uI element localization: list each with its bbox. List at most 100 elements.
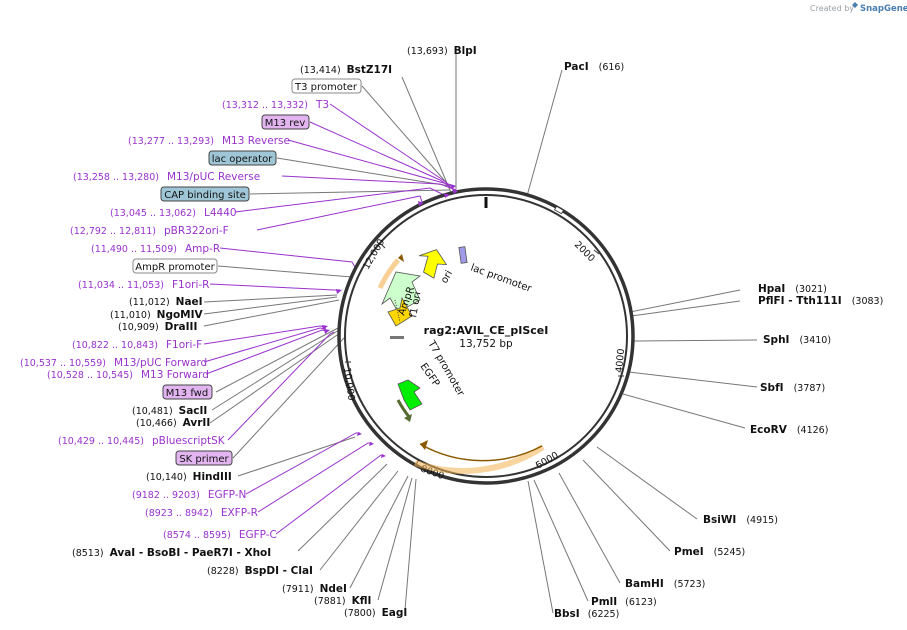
leader-M13Reverse (287, 139, 456, 187)
svg-text:SK primer: SK primer (179, 454, 229, 465)
svg-text:AmpR promoter: AmpR promoter (135, 262, 215, 273)
leader-HindIII (237, 436, 356, 477)
orange-cds-arc (414, 444, 545, 474)
plasmid-backbone (337, 187, 635, 485)
enzyme-HindIII: (10,140)HindIII (146, 471, 232, 483)
leader-BsiWI (596, 446, 698, 520)
primer-M13pUCForward: (10,537 .. 10,559)M13/pUC Forward (20, 357, 207, 369)
enzyme-AvaI: (8513)AvaI - BsoBI - PaeR7I - XhoI (72, 547, 271, 559)
svg-text:lac operator: lac operator (212, 154, 273, 165)
t7-mark (390, 336, 404, 339)
feature-M13-fwd: M13 fwd (162, 384, 213, 400)
enzyme-SbfI: SbfI(3787) (760, 382, 825, 394)
brand-name: SnapGene (860, 4, 907, 14)
leader-pBluescriptSK (227, 331, 335, 441)
feature-CAP-binding-site: CAP binding site (160, 186, 250, 202)
ampr-arrow (381, 271, 421, 313)
enzyme-BamHI: BamHI(5723) (625, 578, 705, 590)
leader-T3-promoter (361, 85, 452, 189)
primer-pBR322oriF: (12,792 .. 12,811)pBR322ori-F (70, 225, 229, 237)
origin-marker (484, 197, 488, 208)
credit-text: Created by (810, 4, 854, 13)
leader-AmpR-promoter (217, 265, 353, 278)
leader-lines (203, 54, 758, 614)
orange-cds-arrow (420, 440, 428, 450)
leader-AvrII (209, 332, 341, 424)
leader-PmlI (533, 479, 589, 602)
leader-BspDI (319, 470, 399, 571)
leader-PacI (526, 69, 563, 197)
leader-KflI (377, 477, 413, 601)
enzyme-SphI: SphI(3410) (763, 334, 831, 346)
enzyme-PacI: PacI(616) (564, 61, 624, 73)
leader-PflFI (630, 300, 741, 317)
leader-HpaI (629, 289, 741, 313)
primer-EXFPR: (8923 .. 8942)EXFP-R (145, 507, 258, 519)
orange-small-arc (377, 258, 400, 290)
ori-arrow (419, 249, 448, 279)
enzyme-BbsI: BbsI(6225) (554, 608, 619, 620)
leader-SacII (211, 329, 340, 411)
primer-pBluescriptSK: (10,429 .. 10,445)pBluescriptSK (58, 435, 226, 447)
leader-NdeI (349, 475, 409, 589)
backbone-features (377, 205, 565, 474)
label-f1-ori: f1 ori (408, 291, 423, 319)
enzyme-PmlI: PmlI(6123) (591, 596, 657, 608)
svg-text:M13 fwd: M13 fwd (166, 388, 208, 399)
leader-lac-operator (276, 157, 451, 187)
leader-M13fwd (215, 327, 339, 393)
leader-SphI (632, 339, 758, 342)
leader-PmeI (582, 459, 671, 552)
leader-CAP (249, 189, 451, 195)
leader-BstZ17I (401, 76, 453, 196)
tick-10000: 10,000 (341, 367, 357, 401)
enzyme-NaeI: (11,012)NaeI (129, 296, 203, 308)
leader-AmpR (219, 247, 356, 268)
leader-EGFPN (245, 432, 360, 495)
enzyme-EagI: (7800)EagI (344, 607, 407, 619)
f1-ori-arrow (387, 296, 413, 327)
leader-NaeI (203, 294, 338, 303)
enzyme-BspDI: (8228)BspDI - ClaI (207, 565, 313, 577)
primer-M13Forward: (10,528 .. 10,545)M13 Forward (47, 369, 209, 381)
enzyme-labels: (13,693)BlpI (13,414)BstZ17I PacI(616) H… (72, 45, 883, 620)
enzyme-NgoMIV: (11,010)NgoMIV (110, 309, 204, 321)
feature-lac-operator: lac operator (208, 150, 277, 166)
enzyme-PflFI: PflFI - Tth111I(3083) (758, 295, 883, 307)
leader-M13pUCReverse (281, 175, 457, 191)
egfp-arrow (397, 379, 423, 411)
primer-F1oriF: (10,822 .. 10,843)F1ori-F (72, 339, 202, 351)
enzyme-AvrII: (10,466)AvrII (136, 417, 210, 429)
primer-marks (322, 184, 458, 458)
plasmid-size: 13,752 bp (459, 338, 513, 350)
svg-text:M13 rev: M13 rev (265, 118, 306, 129)
leader-F1oriR (209, 283, 339, 291)
primer-M13pUCReverse: (13,258 .. 13,280)M13/pUC Reverse (73, 171, 260, 183)
enzyme-EcoRV: EcoRV(4126) (750, 424, 828, 436)
feature-SK-primer: SK primer (175, 450, 233, 466)
enzyme-PmeI: PmeI(5245) (674, 546, 745, 558)
orange-cds-inner (419, 443, 543, 462)
primer-labels: (13,312 .. 13,332)T3 (13,277 .. 13,293)M… (20, 99, 329, 541)
primer-F1oriR: (11,034 .. 11,053)F1ori-R (78, 279, 209, 291)
leader-EcoRV (622, 393, 746, 429)
enzyme-DraIII: (10,909)DraIII (118, 321, 197, 333)
leader-T3 (329, 103, 452, 187)
snapgene-logo-icon (852, 2, 858, 8)
small-feature-mark (553, 205, 565, 215)
leader-SbfI (628, 371, 758, 388)
feature-AmpR-promoter: AmpR promoter (132, 258, 218, 274)
leader-M13Forward (205, 329, 329, 375)
primer-EGFPN: (9182 .. 9203)EGFP-N (132, 489, 246, 501)
inner-features (381, 249, 448, 411)
enzyme-HpaI: HpaI(3021) (758, 283, 827, 295)
leader-L4440 (234, 187, 445, 213)
enzyme-BstZ17I: (13,414)BstZ17I (300, 64, 392, 76)
leader-BamHI (558, 472, 621, 584)
lac-promoter-mark (458, 246, 468, 264)
feature-M13-rev: M13 rev (261, 114, 310, 130)
svg-text:CAP binding site: CAP binding site (164, 190, 246, 201)
enzyme-NdeI: (7911)NdeI (282, 583, 347, 595)
enzyme-BsiWI: BsiWI(4915) (703, 514, 778, 526)
